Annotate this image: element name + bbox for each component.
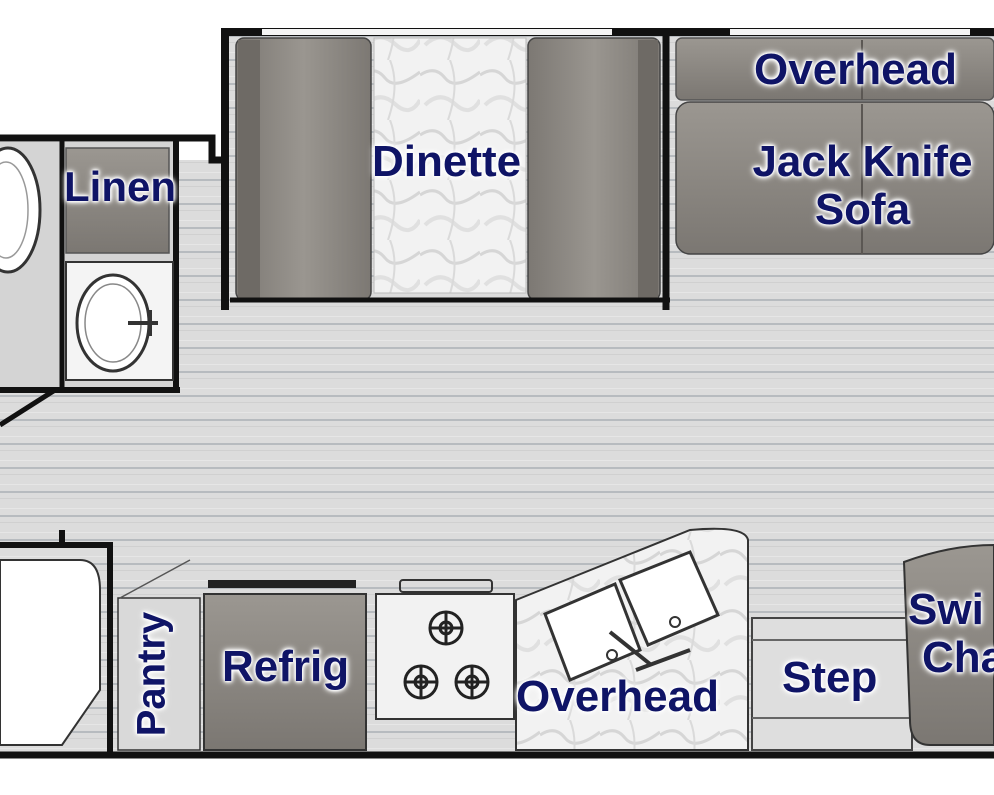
burner-icon	[428, 610, 464, 646]
toilet-inner	[0, 161, 29, 259]
double-sink-icon	[543, 550, 720, 682]
refrig-label: Refrig	[222, 642, 350, 691]
linen-cabinet	[65, 147, 170, 254]
pantry-label: Pantry	[129, 611, 174, 737]
top-window	[262, 29, 612, 35]
swivel-chair	[902, 543, 994, 746]
step-tread	[752, 639, 912, 719]
bath-top-wall	[0, 134, 225, 164]
white-mask-bottom	[0, 755, 994, 795]
dinette-label: Dinette	[372, 137, 522, 186]
step-label: Step	[782, 653, 878, 702]
pantry-door-swing	[119, 559, 191, 599]
refrigerator	[203, 593, 367, 751]
jack-knife-sofa-label-line1: Jack Knife	[752, 137, 973, 186]
toilet-icon	[0, 146, 42, 274]
overhead-label-bottom: Overhead	[516, 672, 719, 721]
dinette-table	[373, 37, 527, 294]
top-window-right	[730, 29, 970, 35]
sofa-overhead	[675, 37, 994, 101]
faucet-icon	[128, 310, 158, 336]
swivel-chair-label-line2: Cha	[922, 633, 994, 682]
shower-pan	[0, 559, 101, 746]
cooktop-handle	[399, 579, 493, 593]
overhead-label-top: Overhead	[754, 45, 957, 94]
bath-door-wall	[0, 387, 57, 428]
shower-wall	[0, 530, 113, 755]
sofa-seat	[675, 101, 994, 255]
swivel-chair-label-line1: Swi	[908, 585, 984, 634]
pantry-cabinet	[117, 597, 201, 751]
burner-icon	[403, 664, 439, 700]
jack-knife-sofa-label-line2: Sofa	[814, 185, 911, 234]
refrigerator-top	[208, 580, 356, 588]
dinette-bench-right-back	[638, 40, 658, 298]
burner-icon	[454, 664, 490, 700]
dinette-bench-left-back	[238, 40, 260, 298]
white-mask-left	[0, 0, 225, 135]
linen-label: Linen	[64, 163, 176, 210]
